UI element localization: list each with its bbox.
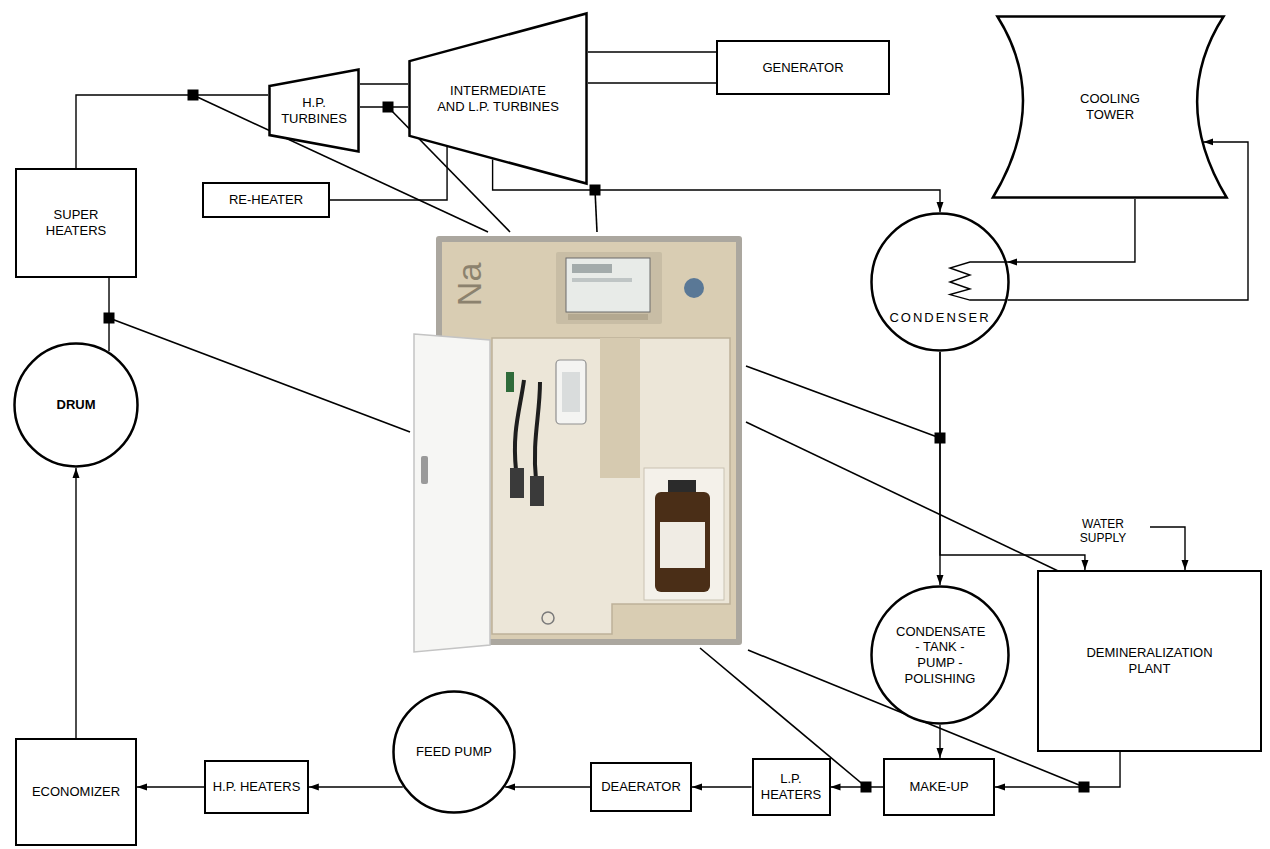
- node-label: DEAERATOR: [601, 779, 681, 795]
- open-door: [414, 334, 490, 652]
- turbine-shape: INTERMEDIATE AND L.P. TURBINES: [408, 12, 588, 185]
- turbine-shape: H.P. TURBINES: [268, 68, 360, 153]
- sample-point: [861, 782, 872, 793]
- leader-line: [595, 190, 597, 232]
- display-reading: [572, 264, 612, 273]
- circle-outline: [872, 214, 1009, 351]
- flow-cell-glass: [562, 372, 580, 412]
- node-label: H.P. TURBINES: [277, 95, 352, 126]
- node-label: GENERATOR: [762, 60, 843, 76]
- sample-point: [383, 102, 394, 113]
- sample-point: [1079, 782, 1090, 793]
- flow-line: [330, 147, 447, 200]
- process-box: DEAERATOR: [590, 762, 692, 812]
- flow-line: [76, 95, 268, 168]
- process-box: SUPER HEATERS: [15, 168, 137, 278]
- bottle-label: [660, 522, 705, 568]
- flow-line: [831, 786, 884, 787]
- leader-line: [109, 318, 410, 432]
- process-box: H.P. HEATERS: [204, 760, 309, 814]
- reagent-tray: [644, 468, 724, 600]
- process-box: MAKE-UP: [883, 758, 995, 816]
- process-box: RE-HEATER: [202, 182, 330, 218]
- process-box: DEMINERALIZATION PLANT: [1037, 570, 1262, 752]
- flow-line: [939, 725, 940, 758]
- node-label: SUPER HEATERS: [36, 207, 116, 238]
- node-label: MAKE-UP: [909, 779, 968, 795]
- keypad: [568, 314, 648, 320]
- flow-line: [692, 786, 752, 787]
- center-pillar: [600, 338, 640, 478]
- device-marking: Na: [449, 259, 490, 309]
- analyzer-photo: [414, 236, 742, 652]
- sample-point: [188, 90, 199, 101]
- flow-line: [137, 786, 204, 787]
- node-label: L.P. HEATERS: [760, 771, 822, 802]
- drain-icon: [542, 612, 554, 624]
- sample-point: [590, 185, 601, 196]
- electrode: [530, 476, 544, 506]
- leader-line: [746, 366, 940, 438]
- electrode: [510, 468, 524, 498]
- node-label: H.P. HEATERS: [213, 779, 301, 795]
- circle-outline: [872, 587, 1009, 724]
- display-line: [572, 278, 632, 282]
- node-label: CONDENSATE - TANK - PUMP - POLISHING: [896, 624, 984, 686]
- cooling-tower-shape: COOLING TOWER: [990, 12, 1230, 202]
- flow-line: [588, 51, 716, 52]
- circle-outline: [15, 344, 138, 467]
- pump-circle: FEED PUMP: [392, 690, 516, 814]
- flow-line: [75, 468, 76, 738]
- turbine-outline: [270, 70, 359, 152]
- flow-line: [940, 352, 1085, 570]
- node-label: COOLING TOWER: [1065, 91, 1155, 122]
- node-label: DRUM: [57, 397, 96, 413]
- process-box: L.P. HEATERS: [752, 758, 831, 816]
- display-bezel: [556, 252, 662, 324]
- flow-line: [505, 786, 590, 787]
- electrode-cable: [515, 380, 540, 480]
- node-label: FEED PUMP: [416, 744, 492, 760]
- sample-points: [104, 90, 1125, 793]
- tower-outline: [993, 16, 1227, 197]
- inflow-label: WATER SUPPLY: [1062, 517, 1144, 546]
- shaft-line: [588, 82, 716, 83]
- sample-cavity: [492, 338, 730, 634]
- bottle-cap: [668, 480, 696, 494]
- node-label: RE-HEATER: [229, 192, 303, 208]
- leader-lines: [109, 95, 1119, 787]
- node-label: CONDENSER: [889, 310, 990, 326]
- cooling-coil: [950, 262, 1007, 300]
- maker-logo: [684, 278, 704, 298]
- turbine-outline: [410, 14, 587, 184]
- status-light: [506, 372, 514, 392]
- display-screen: [566, 258, 650, 312]
- condenser-circle-outline: [870, 212, 1010, 352]
- condenser-circle: CONDENSER: [870, 212, 1010, 352]
- door-handle: [421, 456, 428, 484]
- flow-line: [995, 752, 1120, 787]
- circle-outline: [394, 692, 515, 813]
- vessel-circle: CONDENSATE - TANK - PUMP - POLISHING: [870, 585, 1010, 725]
- supply-line: [1150, 527, 1185, 570]
- flow-cell: [556, 360, 586, 424]
- flow-line: [360, 83, 408, 84]
- sample-point: [104, 313, 115, 324]
- sample-point: [935, 433, 946, 444]
- process-box: ECONOMIZER: [15, 738, 137, 846]
- vessel-circle: DRUM: [13, 342, 139, 468]
- flow-line: [1007, 199, 1135, 262]
- node-label: ECONOMIZER: [32, 784, 120, 800]
- flow-line: [309, 786, 403, 787]
- node-label: INTERMEDIATE AND L.P. TURBINES: [435, 83, 561, 114]
- node-label: DEMINERALIZATION PLANT: [1070, 645, 1230, 676]
- reagent-bottle: [655, 492, 710, 592]
- process-box: GENERATOR: [716, 40, 890, 95]
